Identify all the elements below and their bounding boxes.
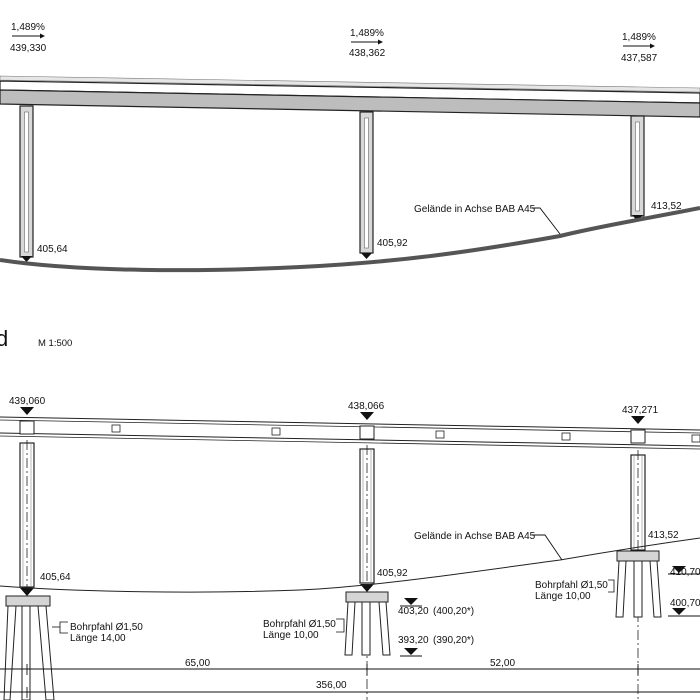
pier-head-3 [630,429,646,444]
right-level-marker-2 [672,608,686,615]
grade-arrow-head [40,33,45,39]
chainage-label-2: 1,489% 438,362 [349,28,386,59]
svg-text:(400,20*): (400,20*) [433,606,474,617]
svg-text:Bohrpfahl Ø1,50: Bohrpfahl Ø1,50 [70,622,143,633]
svg-text:393,20: 393,20 [398,635,429,646]
level-marker [20,407,34,415]
grade-arrow-head [378,39,383,45]
elevation-view: 1,489% 439,330 1,489% 438,362 1,489% 437… [0,22,700,273]
grade-text: 1,489% [350,28,384,39]
deck-bottom [0,432,700,447]
section-heading: d [0,326,8,351]
section-view: 439,060 438,066 437,271 [0,396,700,700]
level-marker [360,412,374,420]
top-level-2: 438,066 [348,401,385,412]
top-level-3: 437,271 [622,405,659,416]
pier-3 [630,115,645,221]
terrain-leader [532,207,561,235]
pier-head-1 [19,420,35,435]
deck-girder [0,89,700,118]
section-terrain-label: Gelände in Achse BAB A45 [414,531,536,542]
pile-label-1: Bohrpfahl Ø1,50 Länge 14,00 [52,621,143,644]
foundation-1 [3,595,55,700]
svg-text:Länge 14,00: Länge 14,00 [70,633,126,644]
ground-level-1: 405,64 [37,244,68,255]
level-text: 439,330 [10,43,47,54]
svg-text:Bohrpfahl Ø1,50: Bohrpfahl Ø1,50 [535,580,608,591]
section-ground-level-3: 413,52 [648,530,679,541]
grade-arrow-head [650,43,655,49]
grade-text: 1,489% [622,32,656,43]
total-length: 356,00 [316,680,347,691]
section-pier-2 [359,445,375,700]
section-pier-1 [19,440,35,700]
pier-1 [19,105,34,262]
section-ground-level-1: 405,64 [40,572,71,583]
right-level-1: 410,70 [670,567,700,578]
section-terrain-leader [532,534,563,561]
top-level-1: 439,060 [9,396,46,407]
span-dimension-2: 52,00 [490,658,515,669]
span-dimension-1: 65,00 [185,658,210,669]
level-text: 438,362 [349,48,386,59]
pile-label-2: Bohrpfahl Ø1,50 Länge 10,00 [263,618,345,641]
terrain-line [0,206,700,273]
pier-head-2 [359,425,375,440]
pile-label-3: Bohrpfahl Ø1,50 Länge 10,00 [535,579,615,602]
foundation-level-1: 403,20 (400,20*) [398,598,474,617]
svg-text:403,20: 403,20 [398,606,429,617]
svg-text:Länge 10,00: Länge 10,00 [263,630,319,641]
deck-slab [0,80,700,104]
pier-2 [359,111,374,259]
foundation-3 [615,550,662,618]
svg-text:(390,20*): (390,20*) [433,635,474,646]
deck-railing [0,75,700,93]
right-level-2: 400,70 [670,598,700,609]
section-ground-level-2: 405,92 [377,568,408,579]
deck-top-2 [0,419,700,434]
svg-text:Länge 10,00: Länge 10,00 [535,591,591,602]
ground-level-2: 405,92 [377,238,408,249]
deck-bottom-2 [0,435,700,450]
right-level-marker-1 [672,566,686,573]
deck-top [0,416,700,431]
foundation-2 [344,591,391,656]
deck-blocks [111,424,700,443]
span-dimension-line: 65,00 52,00 [0,658,700,675]
terrain-label: Gelände in Achse BAB A45 [414,204,536,215]
level-marker [631,416,645,424]
chainage-label-1: 1,489% 439,330 [10,22,47,54]
svg-text:Bohrpfahl Ø1,50: Bohrpfahl Ø1,50 [263,619,336,630]
section-terrain-line [0,537,700,593]
level-text: 437,587 [621,53,658,64]
ground-level-3: 413,52 [651,201,682,212]
grade-text: 1,489% [11,22,45,33]
scale-label: M 1:500 [38,338,72,349]
total-dimension-line: 356,00 [0,680,700,698]
chainage-label-3: 1,489% 437,587 [621,32,658,64]
foundation-level-2: 393,20 (390,20*) [398,635,474,657]
